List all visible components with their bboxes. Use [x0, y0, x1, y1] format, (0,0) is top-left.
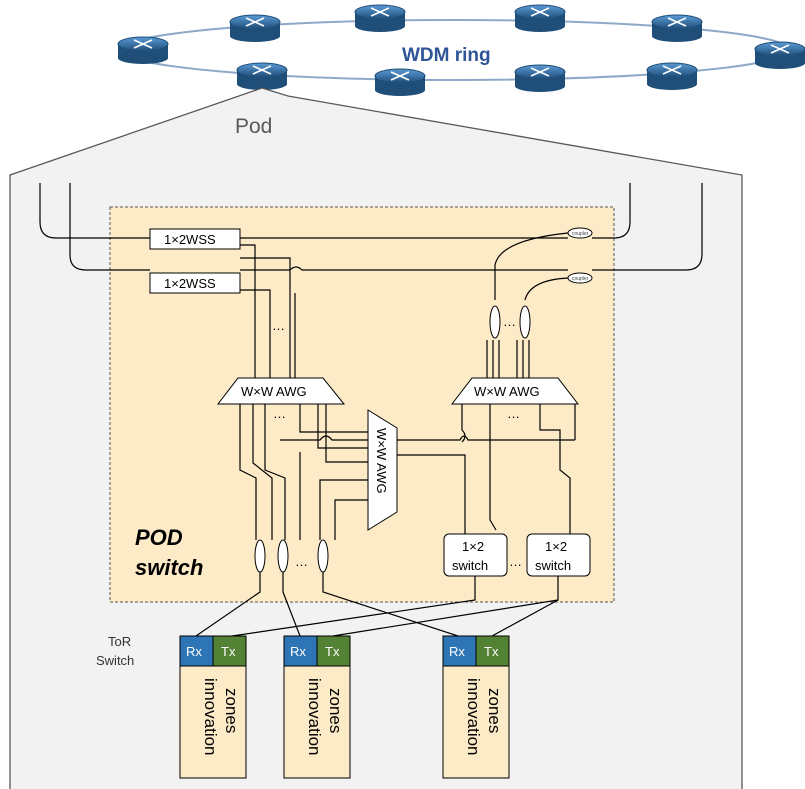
- zone-line1: innovation: [464, 678, 483, 756]
- tor-unit-2: Rx Tx innovation zones: [283, 635, 351, 779]
- rx-label: Rx: [186, 644, 202, 659]
- wss-2-label: 1×2WSS: [164, 276, 216, 291]
- awg-right-label: W×W AWG: [474, 384, 540, 399]
- router-icon: [514, 64, 566, 93]
- router-icon: [514, 4, 566, 33]
- router-icon: [374, 68, 426, 97]
- awg-left-outputs: [239, 404, 368, 540]
- ring-label: WDM ring: [402, 45, 491, 66]
- tor-line1: ToR: [108, 634, 131, 649]
- wss-to-awg-lines: [240, 244, 296, 378]
- svg-text:coupler: coupler: [572, 276, 589, 282]
- coupler-lower-1: [254, 539, 266, 573]
- switch-2: 1×2 switch: [526, 533, 591, 577]
- switch-1-line2: switch: [452, 558, 488, 573]
- coupler-right-2: coupler: [567, 272, 593, 284]
- coupler-vertical-1: [489, 305, 501, 339]
- coupler-to-awg-lines: [486, 232, 569, 378]
- dots-awg-right: …: [507, 406, 520, 421]
- rx-label: Rx: [449, 644, 465, 659]
- pod-switch-line1: POD: [135, 525, 183, 550]
- awg-left-label: W×W AWG: [241, 384, 307, 399]
- tor-line2: Switch: [96, 653, 134, 668]
- tx-label: Tx: [221, 644, 236, 659]
- router-icon: [236, 62, 288, 91]
- zone-line1: innovation: [305, 678, 324, 756]
- wss-1-label: 1×2WSS: [164, 232, 216, 247]
- dots-wss: …: [272, 318, 285, 333]
- zone-line2: zones: [222, 688, 241, 733]
- tx-label: Tx: [325, 644, 340, 659]
- awg-middle-label: W×W AWG: [374, 428, 389, 494]
- switch-2-line2: switch: [535, 558, 571, 573]
- pod-label: Pod: [235, 115, 272, 138]
- router-icon: [117, 36, 169, 65]
- tor-unit-1: Rx Tx innovation zones: [179, 635, 247, 779]
- coupler-lower-3: [317, 539, 329, 573]
- zone-line2: zones: [485, 688, 504, 733]
- svg-text:coupler: coupler: [572, 231, 589, 237]
- ring-fibers: [39, 183, 703, 271]
- dots-switches: …: [509, 554, 522, 569]
- tor-links: [195, 572, 559, 637]
- coupler-right-1: coupler: [567, 227, 593, 239]
- wss-1: 1×2WSS: [149, 228, 241, 250]
- awg-middle-lines: [299, 404, 576, 541]
- coupler-vertical-2: [519, 305, 531, 339]
- switch-2-line1: 1×2: [545, 539, 567, 554]
- dots-lower-couplers: …: [295, 554, 308, 569]
- wss-2: 1×2WSS: [149, 272, 241, 294]
- dots-awg-left: …: [273, 406, 286, 421]
- router-icon: [646, 62, 698, 91]
- router-icon: [229, 14, 281, 43]
- awg-left: W×W AWG: [216, 377, 346, 405]
- switch-1-line1: 1×2: [462, 539, 484, 554]
- awg-middle: W×W AWG: [367, 409, 398, 531]
- zone-line2: zones: [326, 688, 345, 733]
- tx-label: Tx: [484, 644, 499, 659]
- router-icon: [354, 4, 406, 33]
- router-icon: [754, 41, 805, 70]
- switch-1: 1×2 switch: [443, 533, 508, 577]
- zone-line1: innovation: [201, 678, 220, 756]
- rx-label: Rx: [290, 644, 306, 659]
- tor-unit-3: Rx Tx innovation zones: [442, 635, 510, 779]
- pod-switch-line2: switch: [135, 555, 203, 580]
- router-icon: [651, 14, 703, 43]
- awg-right: W×W AWG: [450, 377, 580, 405]
- dots-right-couplers: …: [503, 314, 516, 329]
- coupler-lower-2: [277, 539, 289, 573]
